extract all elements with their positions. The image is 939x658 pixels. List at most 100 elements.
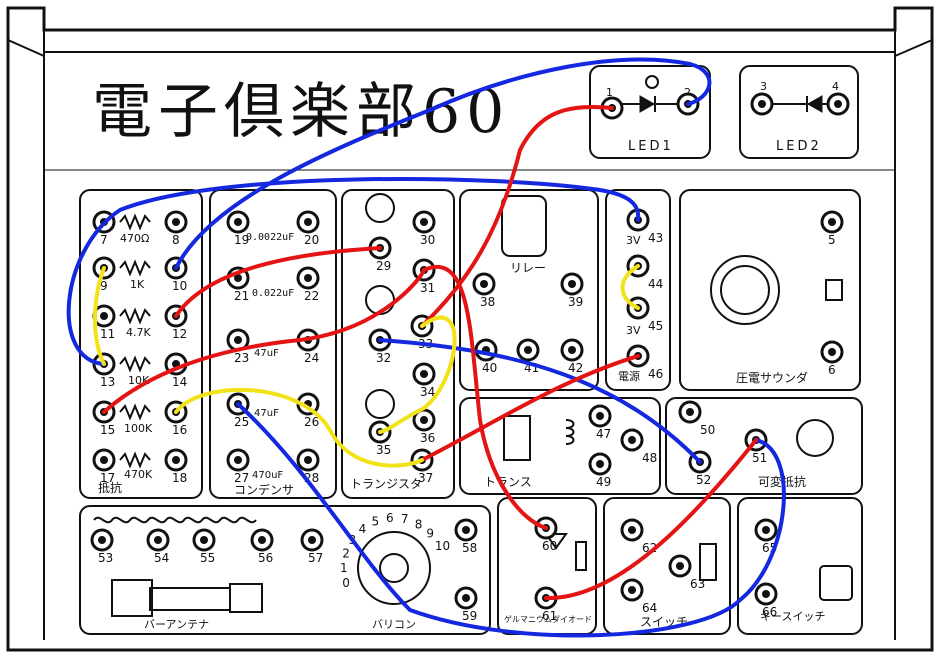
terminal-label-24: 24 [304,351,319,365]
led2-symbol [762,95,838,113]
dial-number-4: 4 [359,522,367,536]
terminal-label-5: 5 [828,233,836,247]
wire-red-31-to-60 [422,265,548,530]
terminal-label-21: 21 [234,289,249,303]
capacitors-label: コンデンサ [234,482,294,497]
terminal-16: 16 [164,400,188,437]
terminal-label-52: 52 [696,473,711,487]
wire-red-33-to-led1 [420,104,614,328]
terminal-label-56: 56 [258,551,273,565]
terminal-label-37: 37 [418,471,433,485]
terminal-44: 44 [626,254,663,291]
terminal-label-12: 12 [172,327,187,341]
terminal-22: 22 [296,266,320,303]
wire-blue-13-to-43 [66,176,641,366]
terminal-label-17: 17 [100,471,115,485]
terminal-label-53: 53 [98,551,113,565]
terminal-19: 19 [226,210,250,247]
terminal-13: 13 [92,352,116,389]
terminal-label-6: 6 [828,363,836,377]
terminal-36: 36 [412,408,436,445]
terminal-label-9: 9 [100,279,108,293]
terminal-label-8: 8 [172,233,180,247]
capacitor-value-4: 470uF [252,470,283,481]
led2-label: LED2 [776,139,822,154]
terminal-label-42: 42 [568,361,583,375]
dial-number-9: 9 [426,527,434,541]
led1-label: LED1 [628,139,674,154]
component-symbols [93,193,853,617]
terminal-17: 17 [92,448,116,485]
wire-blue-25-to-65 [236,402,786,638]
terminal-label-63: 63 [690,577,705,591]
dial-number-2: 2 [342,546,350,560]
terminal-label-39: 39 [568,295,583,309]
terminal-18: 18 [164,448,188,485]
terminal-label-51: 51 [752,451,767,465]
terminal-label-29: 29 [376,259,391,273]
terminal-label-46: 46 [648,367,663,381]
terminal-label-55: 55 [200,551,215,565]
bar-antenna-label: バーアンテナ [144,618,209,631]
terminal-label-27: 27 [234,471,249,485]
transformer-label: トランス [484,475,532,489]
terminal-label-64: 64 [642,601,657,615]
varicon-label: バリコン [372,618,416,631]
led2-pin3-label: 3 [760,80,767,93]
terminal-6: 6 [820,340,844,377]
wire-red-12-to-29 [174,246,382,318]
terminal-label-36: 36 [420,431,435,445]
wire-red-15-to-31 [102,268,426,414]
terminal-label-10: 10 [172,279,187,293]
capacitor-value-0: 0.0022uF [246,232,294,243]
terminal-label-30: 30 [420,233,435,247]
battery-cell-bottom: 3V [626,324,641,337]
terminal-27: 27 [226,448,250,485]
germanium-label: ゲルマニウムダイオード [504,614,592,624]
terminal-64: 64 [620,578,657,615]
terminal-label-40: 40 [482,361,497,375]
wire-yellow-9-to-13 [93,266,106,366]
dial-number-6: 6 [386,511,394,525]
buzzer-label: 圧電サウンダ [736,370,808,385]
board-title: 電子倶楽部60 [92,77,510,147]
wire-blue-10-to-led2 [174,57,712,270]
terminal-32: 32 [368,328,392,365]
terminal-20: 20 [296,210,320,247]
terminal-24: 24 [296,328,320,365]
terminal-57: 57 [300,528,324,565]
dial-number-5: 5 [372,515,380,529]
terminal-label-25: 25 [234,415,249,429]
wire-yellow-44-to-45 [620,264,640,310]
terminal-59: 59 [454,586,478,623]
wire-red-37-to-46 [420,354,640,462]
terminal-49: 49 [588,452,612,489]
terminal-39: 39 [560,272,584,309]
terminal-label-34: 34 [420,385,435,399]
resistor-value-100k: 100K [124,422,153,435]
terminal-5: 5 [820,210,844,247]
led1-panel [589,65,711,159]
terminal-label-16: 16 [172,423,187,437]
dial-number-0: 0 [342,576,350,590]
terminal-11: 11 [92,304,116,341]
terminal-40: 40 [474,338,498,375]
terminal-55: 55 [192,528,216,565]
dial-number-7: 7 [401,512,409,526]
dial-number-10: 10 [435,539,450,553]
transistor-label: トランジスタ [350,477,422,491]
led1-pin1-label: 1 [606,86,613,99]
terminal-label-54: 54 [154,551,169,565]
wires [66,57,786,638]
terminal-label-15: 15 [100,423,115,437]
terminal-label-23: 23 [234,351,249,365]
resistor-value-470: 470Ω [120,232,149,245]
wire-blue-32-to-52 [378,338,702,464]
terminal-label-61: 61 [542,609,557,623]
battery-cell-top: 3V [626,234,641,247]
terminal-label-20: 20 [304,233,319,247]
led2-pin4-label: 4 [832,80,839,93]
terminal-28: 28 [296,448,320,485]
terminal-label-57: 57 [308,551,323,565]
